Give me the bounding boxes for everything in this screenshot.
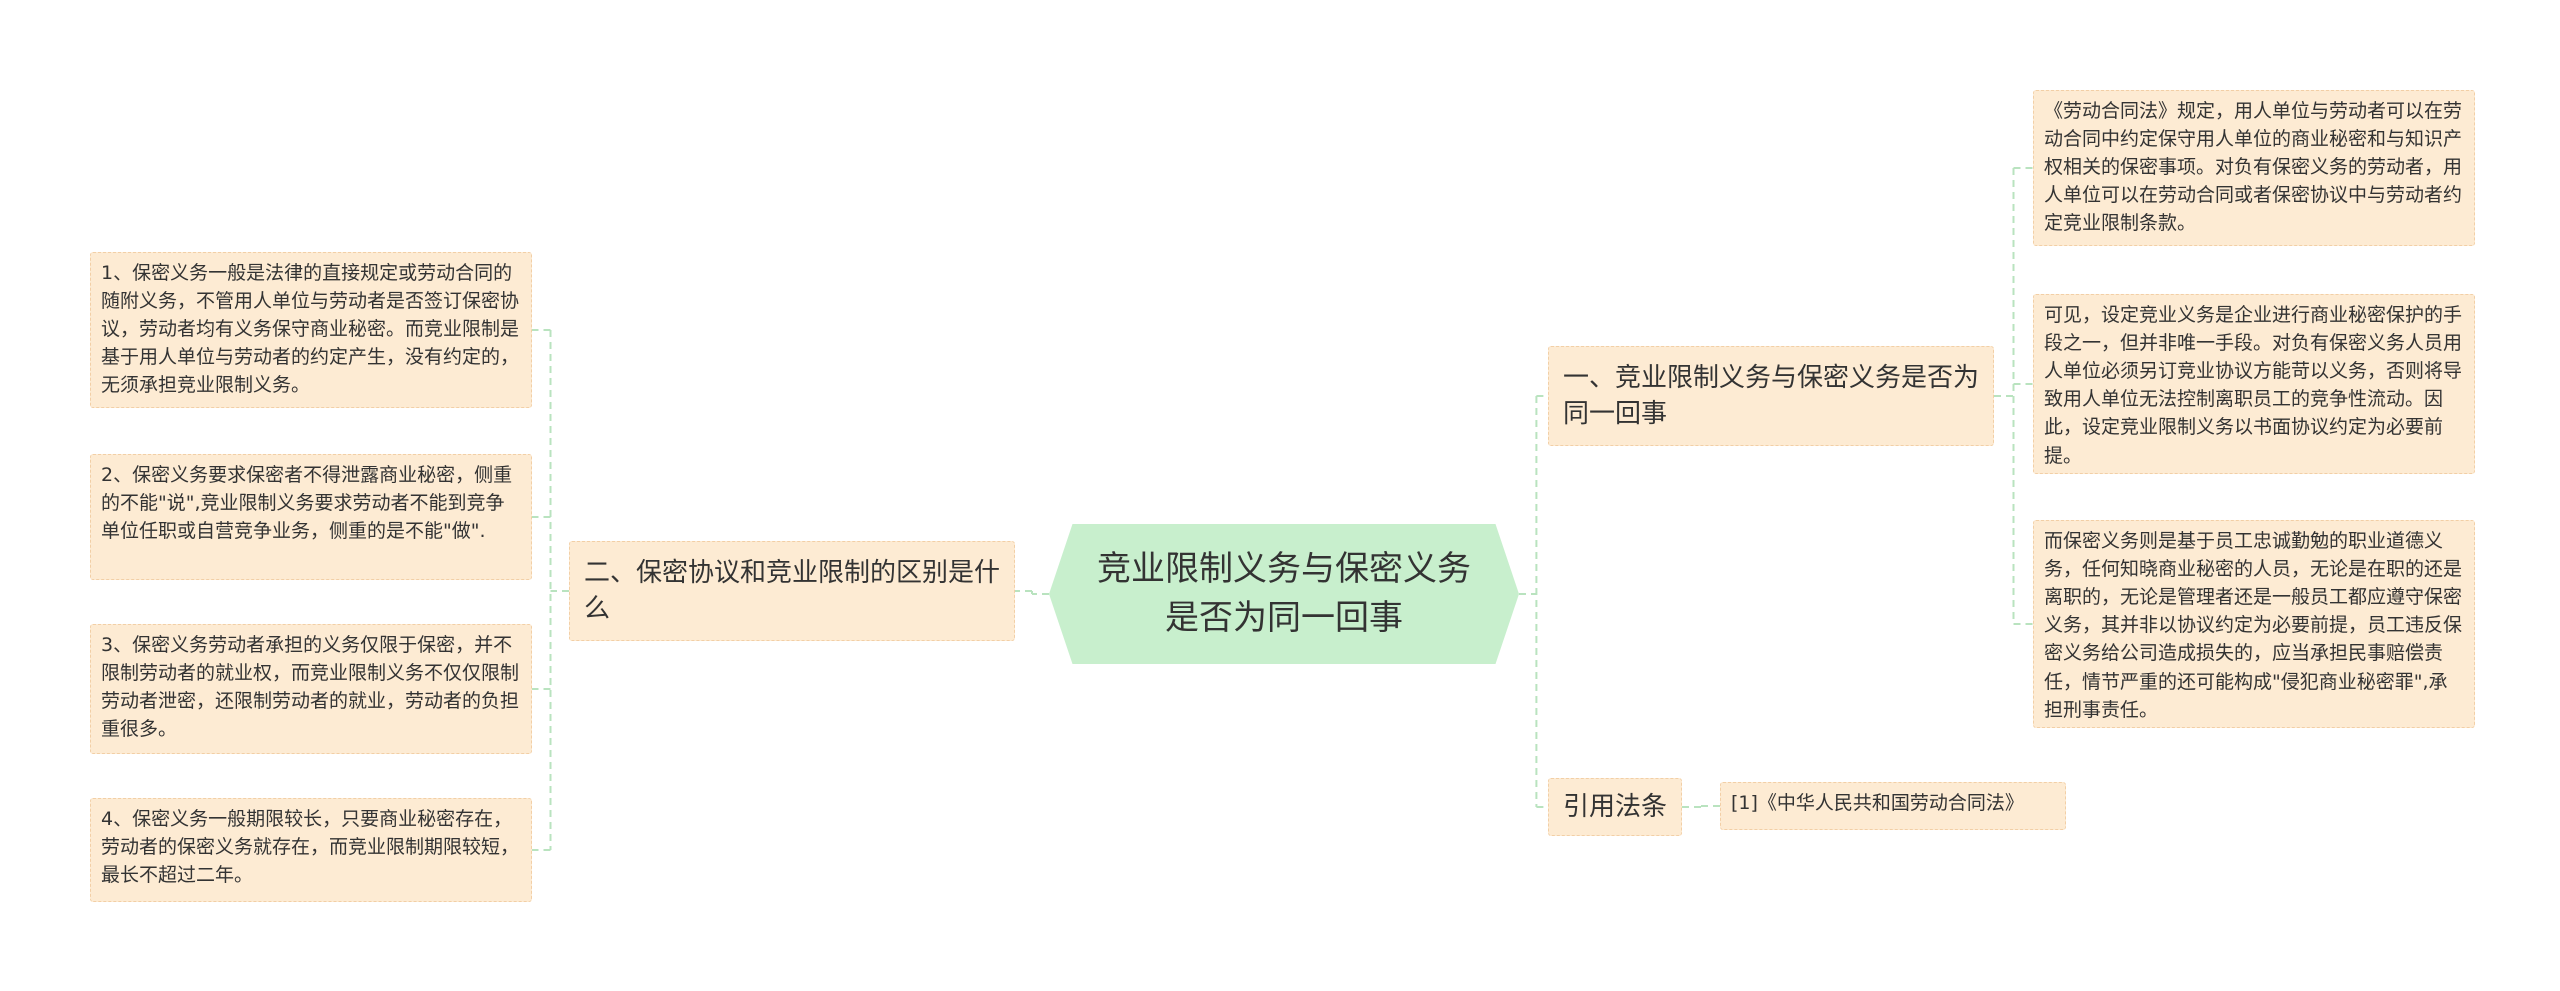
branch-differences-label: 二、保密协议和竞业限制的区别是什么 (584, 557, 1001, 624)
leaf-difference-4[interactable]: 4、保密义务一般期限较长，只要商业秘密存在，劳动者的保密义务就存在，而竞业限制期… (90, 798, 532, 902)
leaf-difference-1-text: 1、保密义务一般是法律的直接规定或劳动合同的随附义务，不管用人单位与劳动者是否签… (101, 262, 520, 397)
leaf-confidentiality-duty-text: 而保密义务则是基于员工忠诚勤勉的职业道德义务，任何知晓商业秘密的人员，无论是在职… (2044, 530, 2463, 721)
root-topic-shape (1049, 524, 1519, 664)
leaf-labor-contract-law-text: 《劳动合同法》规定，用人单位与劳动者可以在劳动合同中约定保守用人单位的商业秘密和… (2044, 100, 2463, 235)
leaf-noncompete-purpose-text: 可见，设定竞业义务是企业进行商业秘密保护的手段之一，但并非唯一手段。对负有保密义… (2044, 304, 2463, 467)
leaf-confidentiality-duty[interactable]: 而保密义务则是基于员工忠诚勤勉的职业道德义务，任何知晓商业秘密的人员，无论是在职… (2033, 520, 2475, 728)
branch-cited-law-label: 引用法条 (1563, 791, 1668, 822)
leaf-cited-law-ref[interactable]: [1]《中华人民共和国劳动合同法》 (1720, 782, 2066, 830)
leaf-difference-3-text: 3、保密义务劳动者承担的义务仅限于保密，并不限制劳动者的就业权，而竞业限制义务不… (101, 634, 520, 741)
leaf-labor-contract-law[interactable]: 《劳动合同法》规定，用人单位与劳动者可以在劳动合同中约定保守用人单位的商业秘密和… (2033, 90, 2475, 246)
branch-same-or-not-label: 一、竞业限制义务与保密义务是否为同一回事 (1563, 362, 1980, 429)
leaf-difference-2-text: 2、保密义务要求保密者不得泄露商业秘密，侧重的不能"说",竞业限制义务要求劳动者… (101, 464, 513, 543)
root-topic[interactable]: 竞业限制义务与保密义务是否为同一回事 (1049, 524, 1519, 664)
leaf-difference-2[interactable]: 2、保密义务要求保密者不得泄露商业秘密，侧重的不能"说",竞业限制义务要求劳动者… (90, 454, 532, 580)
leaf-difference-3[interactable]: 3、保密义务劳动者承担的义务仅限于保密，并不限制劳动者的就业权，而竞业限制义务不… (90, 624, 532, 754)
leaf-difference-4-text: 4、保密义务一般期限较长，只要商业秘密存在，劳动者的保密义务就存在，而竞业限制期… (101, 808, 520, 887)
root-topic-label: 竞业限制义务与保密义务是否为同一回事 (1097, 548, 1471, 638)
leaf-cited-law-ref-text: [1]《中华人民共和国劳动合同法》 (1731, 792, 2024, 814)
leaf-difference-1[interactable]: 1、保密义务一般是法律的直接规定或劳动合同的随附义务，不管用人单位与劳动者是否签… (90, 252, 532, 408)
branch-differences[interactable]: 二、保密协议和竞业限制的区别是什么 (569, 541, 1015, 641)
leaf-noncompete-purpose[interactable]: 可见，设定竞业义务是企业进行商业秘密保护的手段之一，但并非唯一手段。对负有保密义… (2033, 294, 2475, 474)
branch-cited-law[interactable]: 引用法条 (1548, 778, 1682, 836)
branch-same-or-not[interactable]: 一、竞业限制义务与保密义务是否为同一回事 (1548, 346, 1994, 446)
